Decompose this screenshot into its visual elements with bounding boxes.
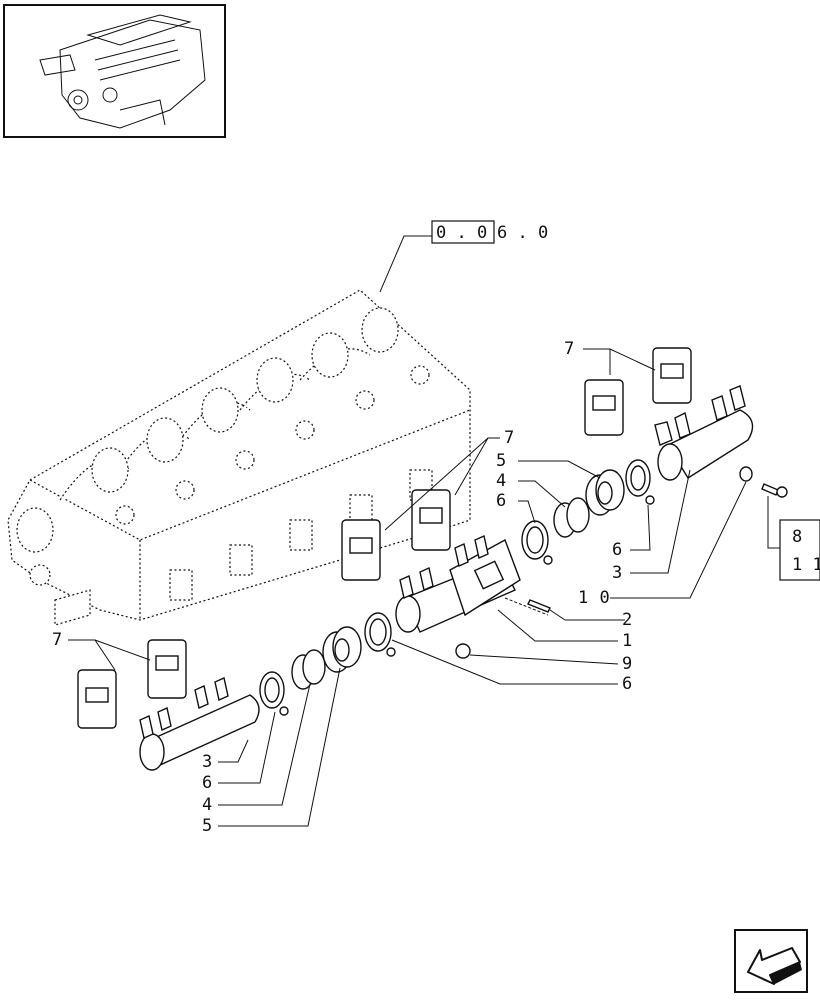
callout-labels: 7 7 7 5 4 6 6 3 1 0 2 1 9 6 3 6 4 5 [52, 339, 633, 836]
side-reference-line2: 1 1 [792, 555, 820, 575]
callout-7-left: 7 [52, 630, 63, 650]
callout-6-bottom: 6 [202, 773, 213, 793]
bellows-lower [322, 626, 362, 673]
gasket-left-2 [147, 639, 187, 699]
side-reference: 8 1 1 [779, 519, 820, 581]
clamp-lower [364, 612, 396, 657]
engine-thumbnail-icon[interactable] [3, 4, 226, 138]
callout-3-lower: 3 [202, 752, 213, 772]
callout-10: 1 0 [578, 588, 610, 608]
manifold-section-right [654, 385, 754, 481]
callout-2: 2 [622, 610, 633, 630]
callout-1: 1 [622, 631, 633, 651]
bolt [761, 483, 788, 498]
manifold-section-left [139, 677, 260, 771]
reference-boxed-text: 0 . 0 [436, 223, 487, 243]
gasket-top-1 [584, 379, 624, 436]
bellows-upper [585, 469, 625, 516]
seal-ring-lower [259, 671, 289, 716]
reference-rest-text: 6 . 0 [497, 223, 548, 243]
callout-3-right: 3 [612, 563, 623, 583]
callout-4-upper: 4 [496, 471, 507, 491]
callout-5-upper: 5 [496, 451, 507, 471]
callout-6-right: 6 [612, 540, 623, 560]
clamp-upper [521, 520, 553, 565]
gasket-mid-1 [341, 519, 381, 581]
sleeve-upper [553, 497, 590, 538]
callout-9: 9 [622, 654, 633, 674]
seal-ring-upper [625, 459, 655, 505]
gasket-mid-2 [411, 489, 451, 551]
plug-upper [739, 466, 753, 482]
dowel-pin [527, 599, 551, 613]
callout-6-lower: 6 [622, 674, 633, 694]
sleeve-lower [291, 649, 326, 690]
gasket-top-2 [652, 347, 692, 404]
callout-6-upper: 6 [496, 491, 507, 511]
callout-7-mid: 7 [504, 428, 515, 448]
callout-5-bottom: 5 [202, 816, 213, 836]
cylinder-head [7, 289, 471, 626]
back-arrow-icon[interactable] [734, 929, 808, 993]
manifold-center [395, 535, 549, 633]
plug-lower [455, 643, 471, 659]
reference-label: 0 . 0 6 . 0 [379, 220, 548, 293]
callout-4-bottom: 4 [202, 795, 213, 815]
leader-lines [68, 348, 780, 827]
side-reference-line1: 8 [792, 527, 802, 547]
callout-7-top: 7 [564, 339, 575, 359]
gasket-left-1 [77, 669, 117, 729]
